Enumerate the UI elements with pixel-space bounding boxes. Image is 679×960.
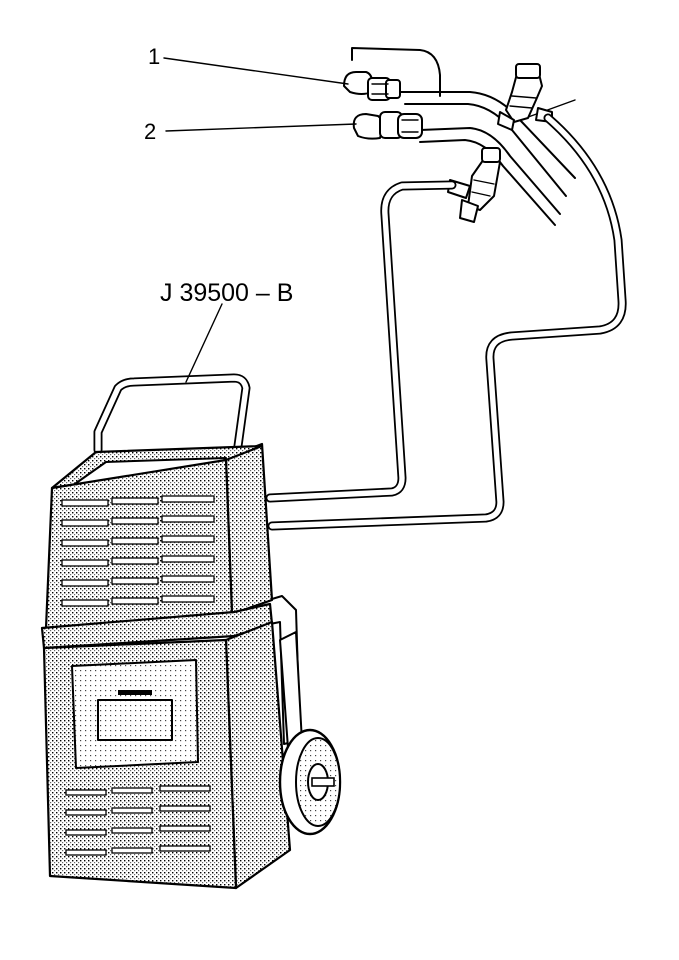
high-side-coupler [497, 63, 553, 131]
control-panel [71, 659, 199, 769]
callout-1-label: 1 [148, 44, 160, 69]
service-hoses [265, 113, 627, 531]
callout-2-label: 2 [144, 119, 156, 144]
cart-handle [93, 373, 251, 455]
cart-wheel [278, 728, 342, 836]
callout-1: 1 [148, 44, 349, 85]
upper-vents [61, 495, 215, 607]
service-port-1 [343, 71, 401, 101]
callout-2: 2 [144, 119, 357, 144]
recovery-station [40, 373, 342, 890]
lower-vents [65, 785, 211, 856]
service-port-2 [352, 111, 423, 140]
tool-callout: J 39500 – B [160, 279, 293, 383]
tool-label: J 39500 – B [160, 279, 293, 307]
